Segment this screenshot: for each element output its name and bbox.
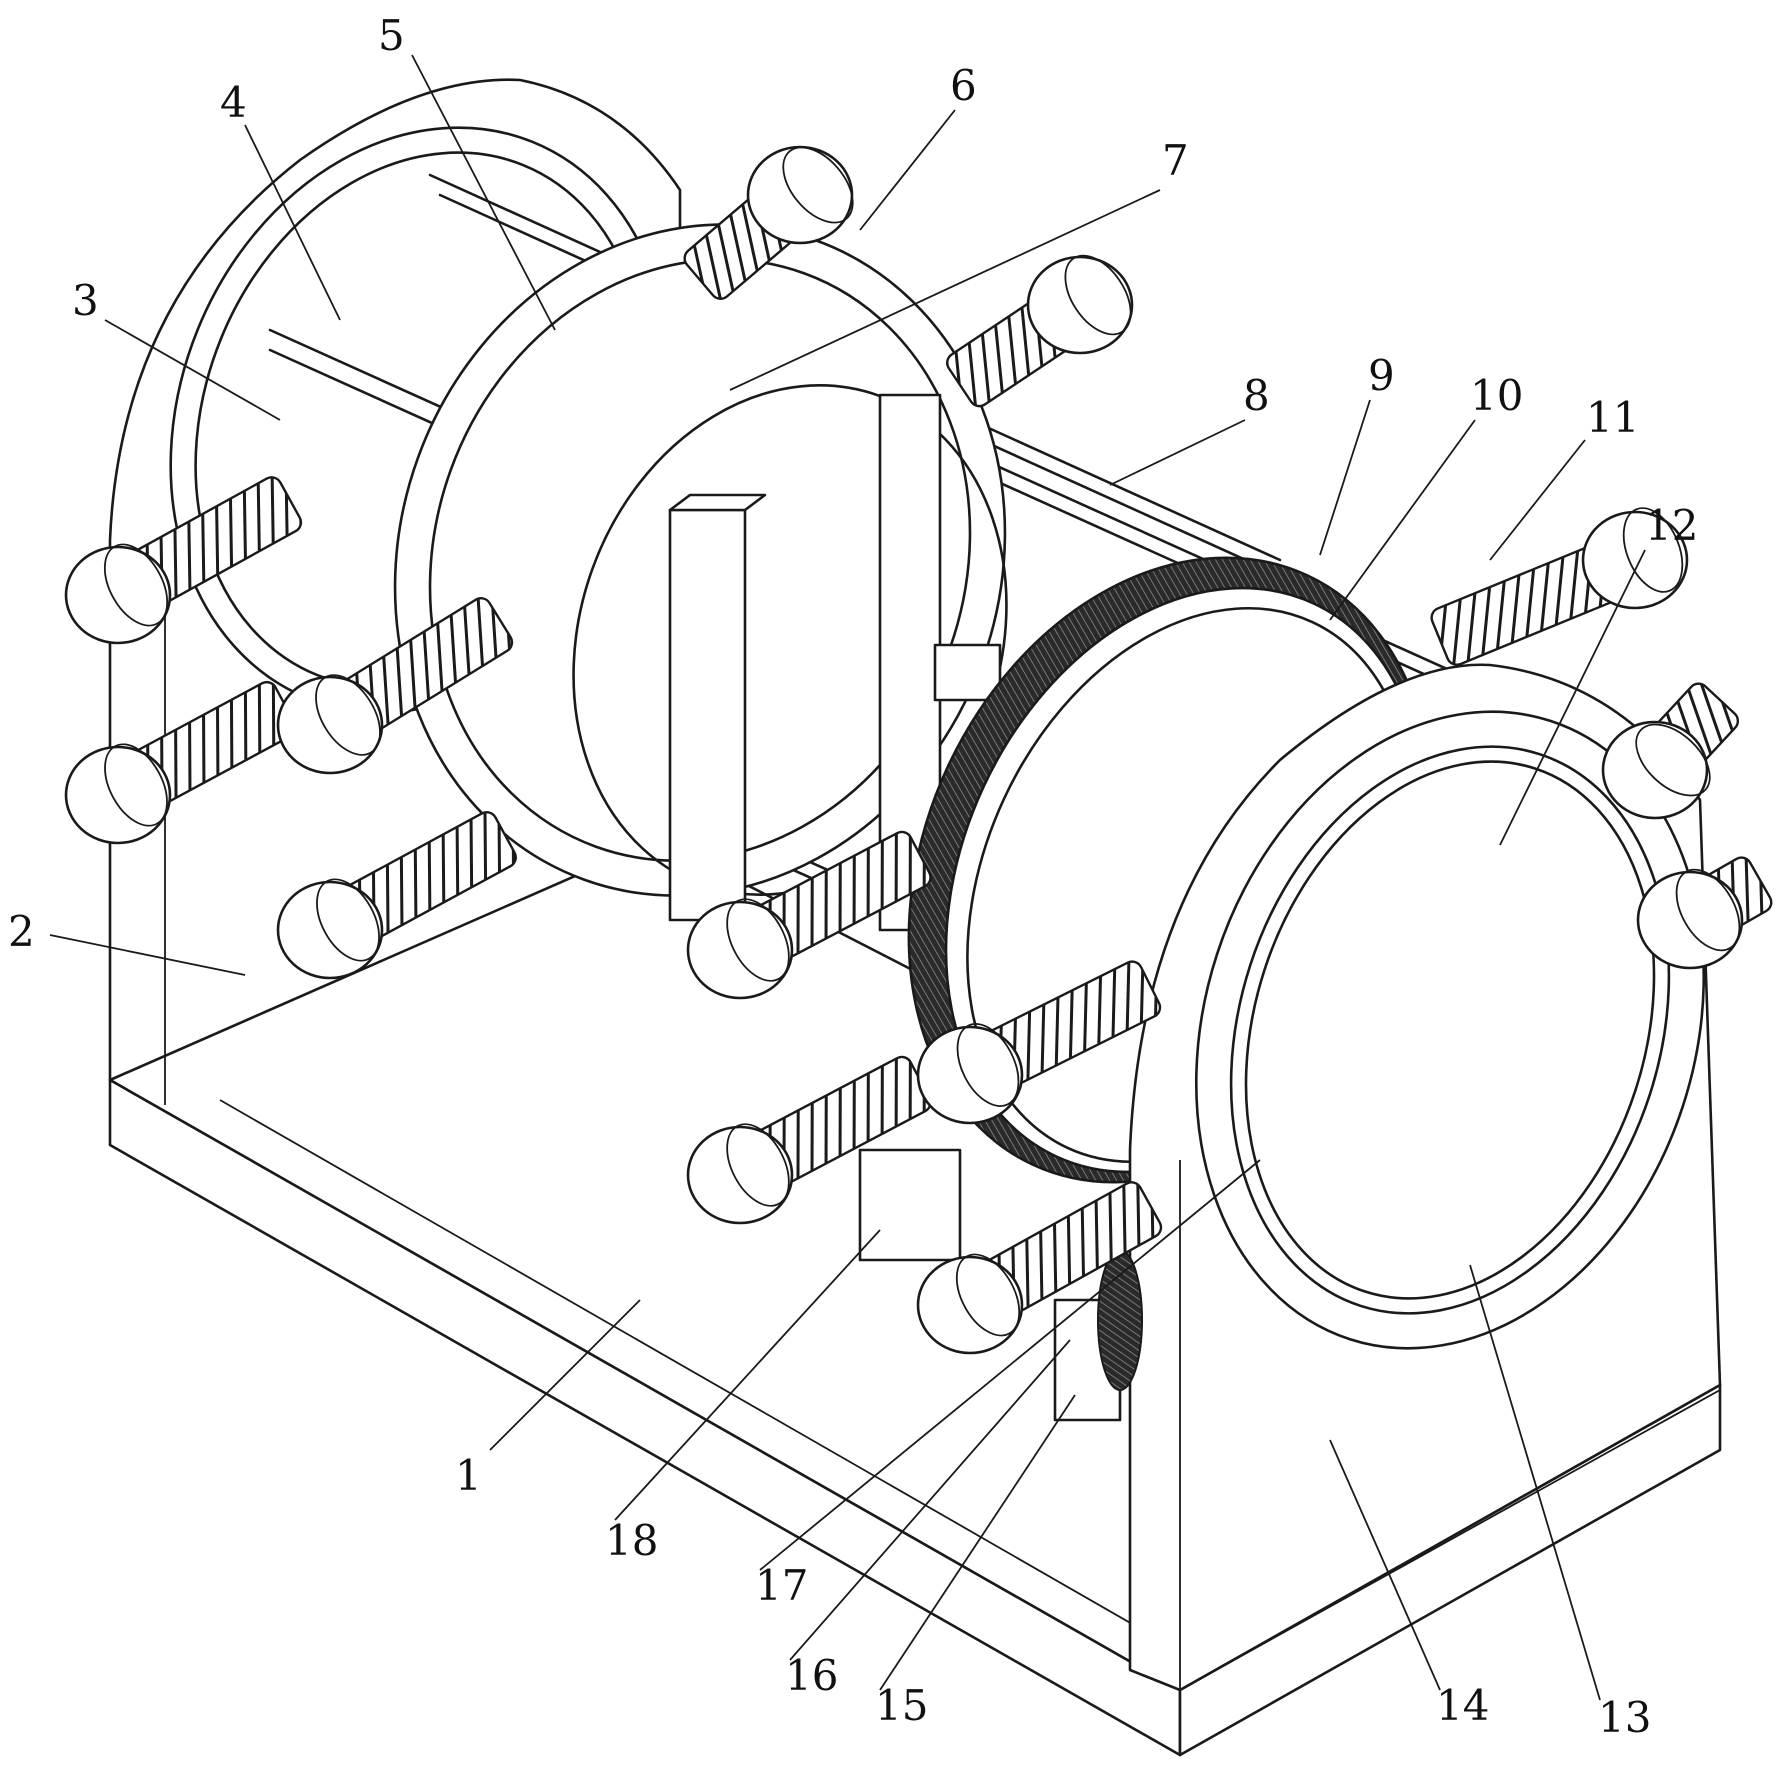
- leader-line: [859, 109, 956, 231]
- label-7: 7: [1162, 136, 1189, 185]
- bolt: [686, 1055, 932, 1225]
- label-18: 18: [605, 1516, 658, 1565]
- label-13: 13: [1598, 1693, 1651, 1742]
- label-15: 15: [875, 1681, 928, 1730]
- label-12: 12: [1645, 501, 1698, 550]
- bolt: [916, 960, 1162, 1125]
- right-support: [1128, 663, 1722, 1692]
- label-5: 5: [378, 11, 405, 60]
- bolt: [1601, 682, 1740, 820]
- label-8: 8: [1243, 371, 1270, 420]
- threaded-bolts: [64, 145, 1773, 1355]
- label-4: 4: [220, 78, 247, 127]
- label-1: 1: [455, 1451, 482, 1500]
- label-11: 11: [1586, 393, 1639, 442]
- leader-line: [1109, 419, 1246, 486]
- drive-bracket: [858, 1148, 1143, 1422]
- leader-line: [1499, 549, 1646, 846]
- bolt: [916, 1181, 1163, 1355]
- label-16: 16: [785, 1651, 838, 1700]
- leader-line: [1319, 399, 1371, 556]
- label-17: 17: [755, 1561, 808, 1610]
- bolt: [946, 254, 1134, 408]
- leader-lines: [49, 54, 1646, 1701]
- label-3: 3: [72, 276, 99, 325]
- leader-line: [759, 1159, 1261, 1571]
- leader-line: [614, 1229, 881, 1521]
- reference-numerals: 1 2 3 4 5 6 7 8 9 10 11 12 13 14 15 16 1…: [8, 11, 1698, 1742]
- label-9: 9: [1368, 351, 1395, 400]
- label-2: 2: [8, 907, 35, 956]
- bolt: [276, 810, 517, 980]
- bolt: [276, 597, 514, 775]
- leader-line: [489, 1299, 641, 1451]
- label-14: 14: [1436, 1681, 1489, 1730]
- leader-line: [729, 189, 1161, 391]
- leader-line: [879, 1394, 1076, 1691]
- leader-line: [789, 1339, 1071, 1661]
- leader-line: [1469, 1264, 1601, 1701]
- bolt: [683, 145, 854, 300]
- label-6: 6: [950, 61, 977, 110]
- leader-line: [49, 934, 246, 976]
- label-10: 10: [1470, 371, 1523, 420]
- bolt: [686, 830, 932, 1000]
- leader-line: [1329, 1439, 1441, 1691]
- leader-line: [244, 124, 341, 321]
- bolt: [64, 476, 303, 645]
- bolt: [1430, 507, 1689, 666]
- bolt: [64, 680, 297, 845]
- leader-line: [104, 319, 281, 421]
- leader-line: [1489, 439, 1586, 561]
- bolt: [1636, 856, 1773, 970]
- leader-line: [411, 54, 556, 331]
- leader-line: [1329, 419, 1476, 621]
